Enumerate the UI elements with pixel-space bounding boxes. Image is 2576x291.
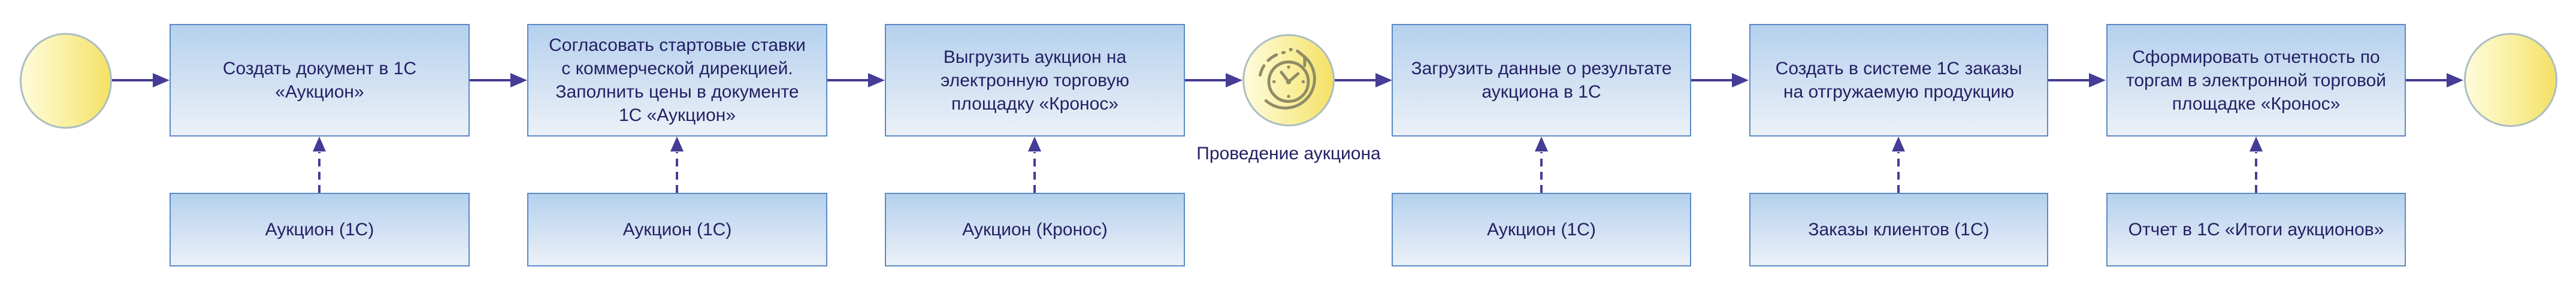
timer-event-label: Проведение аукциона — [1196, 144, 1381, 163]
arrowhead-icon — [1028, 137, 1041, 151]
task-generate-trading-reports: Сформировать отчетность по торгам в элек… — [2106, 24, 2406, 137]
data-object-auction-1c: Аукцион (1С) — [1392, 193, 1691, 266]
arrowhead-icon — [313, 137, 326, 151]
data-object-auction-results-report: Отчет в 1С «Итоги аукционов» — [2106, 193, 2406, 266]
task-upload-auction: Выгрузить аукцион на электронную торгову… — [885, 24, 1185, 137]
data-object-auction-1c: Аукцион (1С) — [170, 193, 470, 266]
clock-icon — [1258, 47, 1316, 110]
task-create-shipment-orders: Создать в системе 1С заказы на отгружаем… — [1749, 24, 2048, 137]
timer-event — [1242, 34, 1335, 126]
end-event — [2464, 33, 2557, 127]
data-object-client-orders: Заказы клиентов (1С) — [1749, 193, 2048, 266]
task-approve-start-rates: Согласовать стартовые ставки с коммерчес… — [527, 24, 827, 137]
data-object-auction-kronos: Аукцион (Кронос) — [885, 193, 1185, 266]
arrowhead-icon — [670, 137, 684, 151]
arrowhead-icon — [2250, 137, 2263, 151]
data-flow-arrows — [318, 152, 2257, 193]
arrowhead-icon — [1535, 137, 1548, 151]
task-create-auction-document: Создать документ в 1С «Аукцион» — [170, 24, 470, 137]
task-load-auction-results: Загрузить данные о результате аукциона в… — [1392, 24, 1691, 137]
data-object-auction-1c: Аукцион (1С) — [527, 193, 827, 266]
start-event — [20, 33, 112, 129]
arrowhead-icon — [1892, 137, 1905, 151]
data-flow-arrowheads — [313, 137, 2263, 151]
